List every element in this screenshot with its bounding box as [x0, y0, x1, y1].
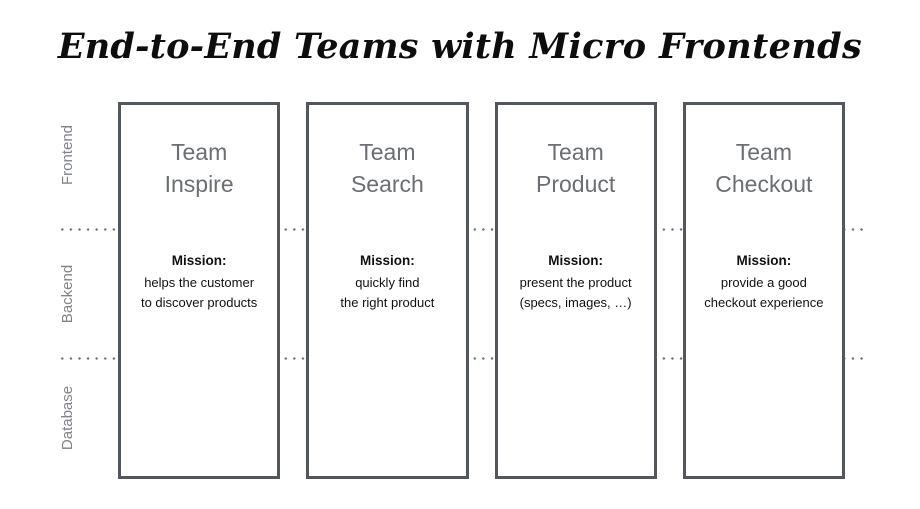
team-name: Team Checkout	[715, 139, 813, 197]
mission-text: present the product (specs, images, …)	[519, 275, 632, 310]
team-column-group: Team Inspire Mission: helps the customer…	[118, 102, 845, 479]
page-title: End-to-End Teams with Micro Frontends	[0, 26, 920, 68]
mission-label: Mission:	[548, 253, 603, 268]
mission-text: quickly find the right product	[340, 275, 435, 310]
team-mission: Mission: provide a good checkout experie…	[700, 251, 827, 313]
team-name: Team Product	[535, 139, 616, 197]
axis-label-backend: Backend	[59, 264, 76, 324]
team-name: Team Inspire	[164, 139, 234, 197]
mission-label: Mission:	[736, 253, 792, 268]
team-box-checkout[interactable]: Team Checkout Mission: provide a good ch…	[682, 102, 845, 479]
team-box-product[interactable]: Team Product Mission: present the produc…	[494, 102, 657, 479]
page-title-part-1: End-to-End Teams with	[57, 26, 530, 67]
mission-label: Mission:	[171, 253, 227, 268]
team-mission: Mission: helps the customer to discover …	[137, 251, 261, 313]
team-name: Team Search	[350, 139, 424, 197]
axis-label-database: Database	[59, 385, 76, 451]
team-box-inspire[interactable]: Team Inspire Mission: helps the customer…	[118, 102, 281, 479]
team-mission: Mission: present the product (specs, ima…	[516, 251, 636, 313]
mission-label: Mission:	[359, 253, 415, 268]
mission-text: provide a good checkout experience	[704, 275, 824, 310]
page-title-part-2: Micro Frontends	[529, 26, 863, 67]
team-box-search[interactable]: Team Search Mission: quickly find the ri…	[306, 102, 469, 479]
axis-label-frontend: Frontend	[59, 124, 76, 186]
mission-text: helps the customer to discover products	[140, 275, 258, 310]
team-mission: Mission: quickly find the right product	[336, 251, 438, 313]
